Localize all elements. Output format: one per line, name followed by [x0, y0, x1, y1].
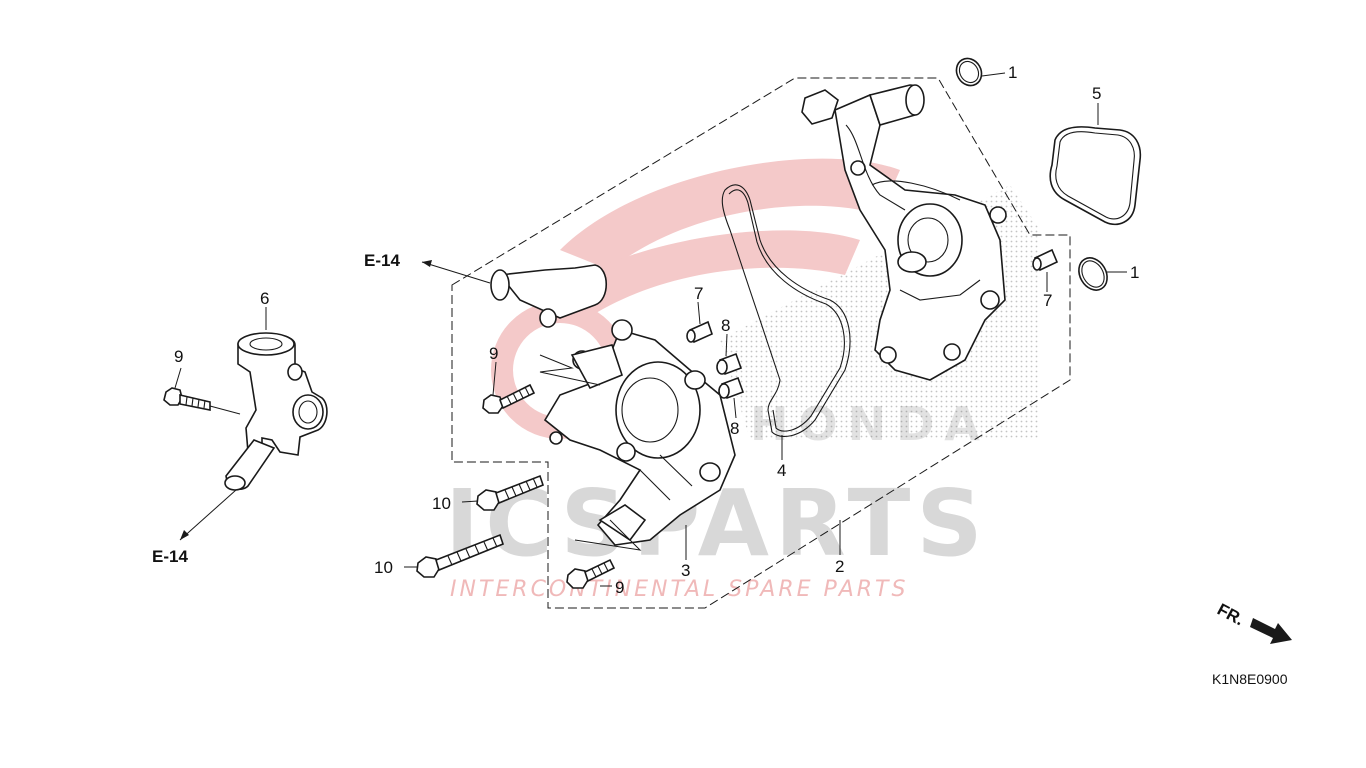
front-label: FR.	[1214, 600, 1247, 630]
o-ring-part-1-right	[1078, 257, 1108, 291]
bolt-part-9-middle	[482, 383, 536, 414]
arrowhead-e14-left	[180, 530, 189, 540]
dowel-part-8-upper	[716, 352, 743, 376]
watermark-swoosh-mid	[540, 230, 860, 320]
assembly-boundary-dashed	[451, 77, 1071, 609]
ref-e14-left[interactable]: E-14	[152, 547, 188, 566]
callout-7-left: 7	[694, 284, 703, 303]
leader-lines	[174, 72, 1127, 587]
thermostat-housing-part-6	[224, 332, 328, 491]
gasket-part-4	[721, 184, 851, 438]
callout-10-upper: 10	[432, 494, 451, 513]
callout-2: 2	[835, 557, 844, 576]
diagram-code: K1N8E0900	[1212, 671, 1288, 687]
dowel-pins	[686, 248, 1059, 400]
callout-7-right: 7	[1043, 291, 1052, 310]
bolt-part-10-upper	[476, 474, 544, 511]
o-ring-part-1-top	[955, 57, 983, 87]
water-pump-body	[801, 84, 1007, 381]
callout-1-top: 1	[1008, 63, 1017, 82]
callout-6: 6	[260, 289, 269, 308]
callout-10-lower: 10	[374, 558, 393, 577]
front-direction-indicator: FR.	[1214, 600, 1292, 644]
callout-4: 4	[777, 461, 786, 480]
watermark-tagline: INTERCONTINENTAL SPARE PARTS	[450, 577, 908, 602]
bolt-part-10-lower	[416, 533, 504, 578]
watermark-swoosh-top	[560, 158, 900, 270]
gasket-part-5	[1049, 126, 1142, 226]
callout-8-lower: 8	[730, 419, 739, 438]
callout-1-right: 1	[1130, 263, 1139, 282]
front-arrow-icon	[1250, 618, 1292, 644]
bolt-part-9-bottom	[566, 558, 616, 589]
bolt-part-9-left	[163, 387, 211, 411]
ref-e14-top[interactable]: E-14	[364, 251, 400, 270]
callout-3: 3	[681, 561, 690, 580]
dowel-part-8-lower	[718, 376, 745, 400]
callout-5: 5	[1092, 84, 1101, 103]
callout-8-upper: 8	[721, 316, 730, 335]
callout-9-left: 9	[174, 347, 183, 366]
callout-9-bottom: 9	[615, 578, 624, 597]
dowel-part-7-right	[1032, 248, 1059, 272]
gasket-part-4-inner	[728, 189, 845, 432]
callout-9-middle: 9	[489, 344, 498, 363]
dowel-part-7-left	[686, 320, 713, 344]
arrowhead-e14-top	[422, 260, 432, 267]
